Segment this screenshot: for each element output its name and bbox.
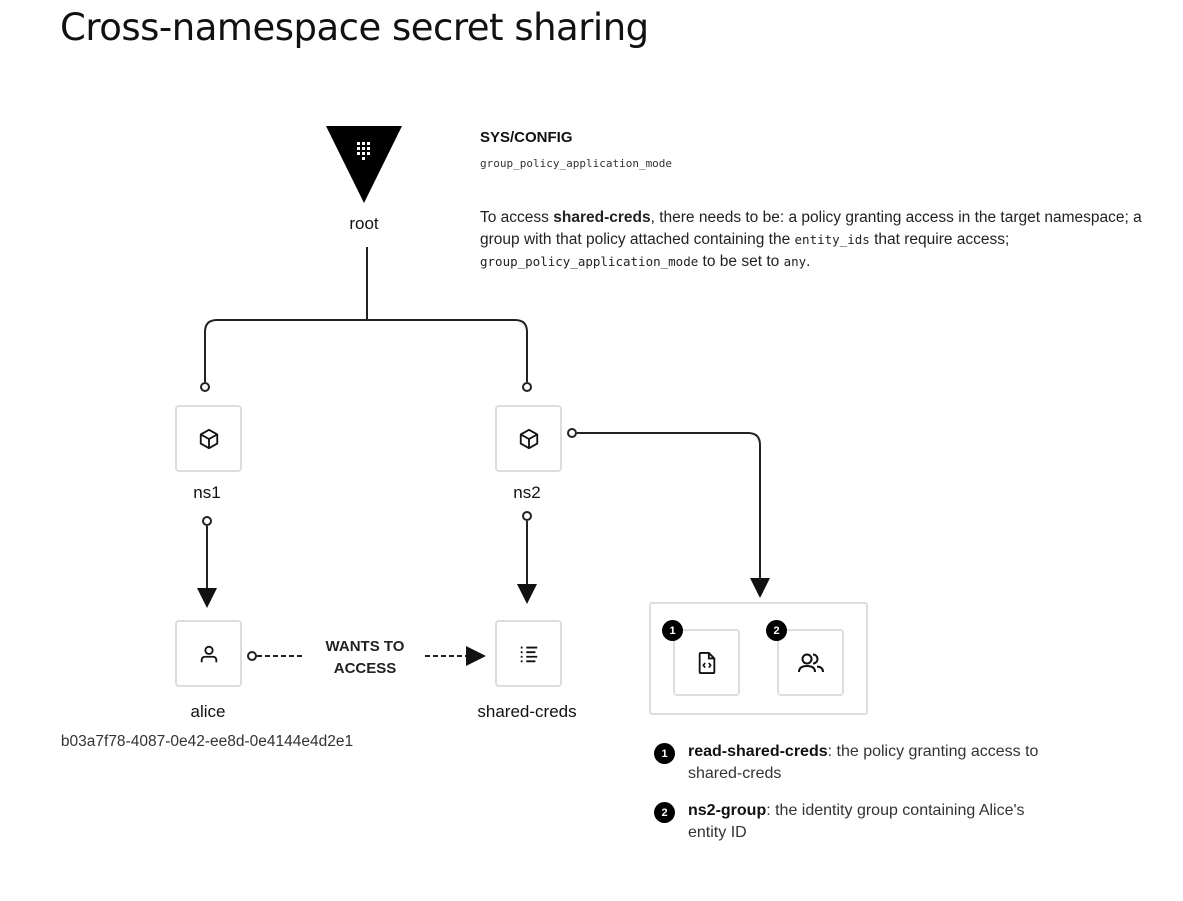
- ns2-label: ns2: [513, 483, 541, 502]
- vault-logo: [326, 126, 402, 203]
- legend-item-2: ns2-group: the identity group containing…: [688, 802, 1025, 841]
- shared-creds-node[interactable]: [495, 620, 562, 687]
- ns1-node[interactable]: [175, 405, 242, 472]
- config-heading: SYS/CONFIG: [480, 129, 573, 146]
- badge-1: 1: [662, 620, 683, 641]
- user-icon: [200, 645, 217, 662]
- cube-icon: [199, 428, 218, 449]
- alice-label: alice: [190, 702, 226, 721]
- ns2-to-group: [577, 432, 770, 598]
- policy-group-container: [649, 602, 868, 715]
- legend-badge-2: 2: [654, 802, 675, 823]
- root-label: root: [349, 214, 379, 233]
- policy-node[interactable]: [673, 629, 740, 696]
- shared-creds-label: shared-creds: [477, 702, 577, 721]
- page-title: Cross-namespace secret sharing: [60, 6, 649, 49]
- config-setting: group_policy_application_mode: [480, 157, 673, 170]
- legend-badge-1: 1: [654, 743, 675, 764]
- config-description: To access shared-creds, there needs to b…: [480, 209, 1142, 270]
- root-branch: [204, 319, 528, 382]
- list-icon: [520, 646, 537, 662]
- group-node[interactable]: [777, 629, 844, 696]
- ns1-label: ns1: [193, 483, 221, 502]
- alice-entity-id: b03a7f78-4087-0e42-ee8d-0e4144e4d2e1: [60, 733, 354, 750]
- file-code-icon: [698, 651, 715, 674]
- users-icon: [797, 653, 824, 672]
- ns2-node[interactable]: [495, 405, 562, 472]
- alice-node[interactable]: [175, 620, 242, 687]
- badge-2: 2: [766, 620, 787, 641]
- cube-icon: [519, 428, 538, 449]
- legend-item-1: read-shared-creds: the policy granting a…: [688, 743, 1039, 782]
